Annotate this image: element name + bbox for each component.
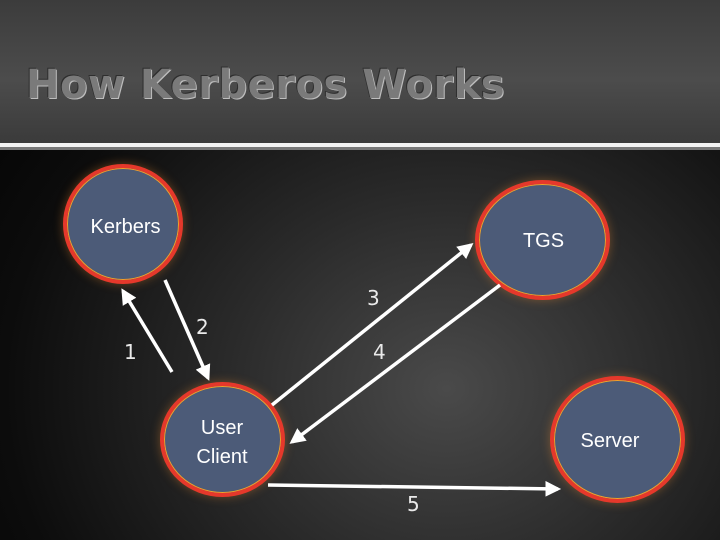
step-label-1: 1 <box>124 340 137 364</box>
title-bar <box>0 0 720 145</box>
arrow-step-2 <box>163 279 211 381</box>
server-node-label: Server <box>580 430 640 452</box>
server-node <box>550 376 685 503</box>
user-client-node <box>160 382 285 497</box>
arrow-step-3 <box>270 243 474 407</box>
step-label-4: 4 <box>373 340 386 364</box>
kerberos-node-label: Kerbers <box>90 216 161 238</box>
tgs-node <box>475 180 610 300</box>
step-label-5: 5 <box>407 492 420 516</box>
title-divider-shadow <box>0 147 720 150</box>
arrow-step-5 <box>267 480 562 497</box>
step-label-2: 2 <box>196 315 209 339</box>
step-label-3: 3 <box>367 286 380 310</box>
kerberos-node <box>63 164 183 284</box>
arrow-step-4 <box>289 283 502 444</box>
user-client-node-label: User Client <box>196 417 248 468</box>
title-divider <box>0 143 720 147</box>
arrow-step-1 <box>121 288 174 373</box>
tgs-node-label: TGS <box>522 230 565 252</box>
slide-title: How Kerberos Works <box>26 62 505 108</box>
